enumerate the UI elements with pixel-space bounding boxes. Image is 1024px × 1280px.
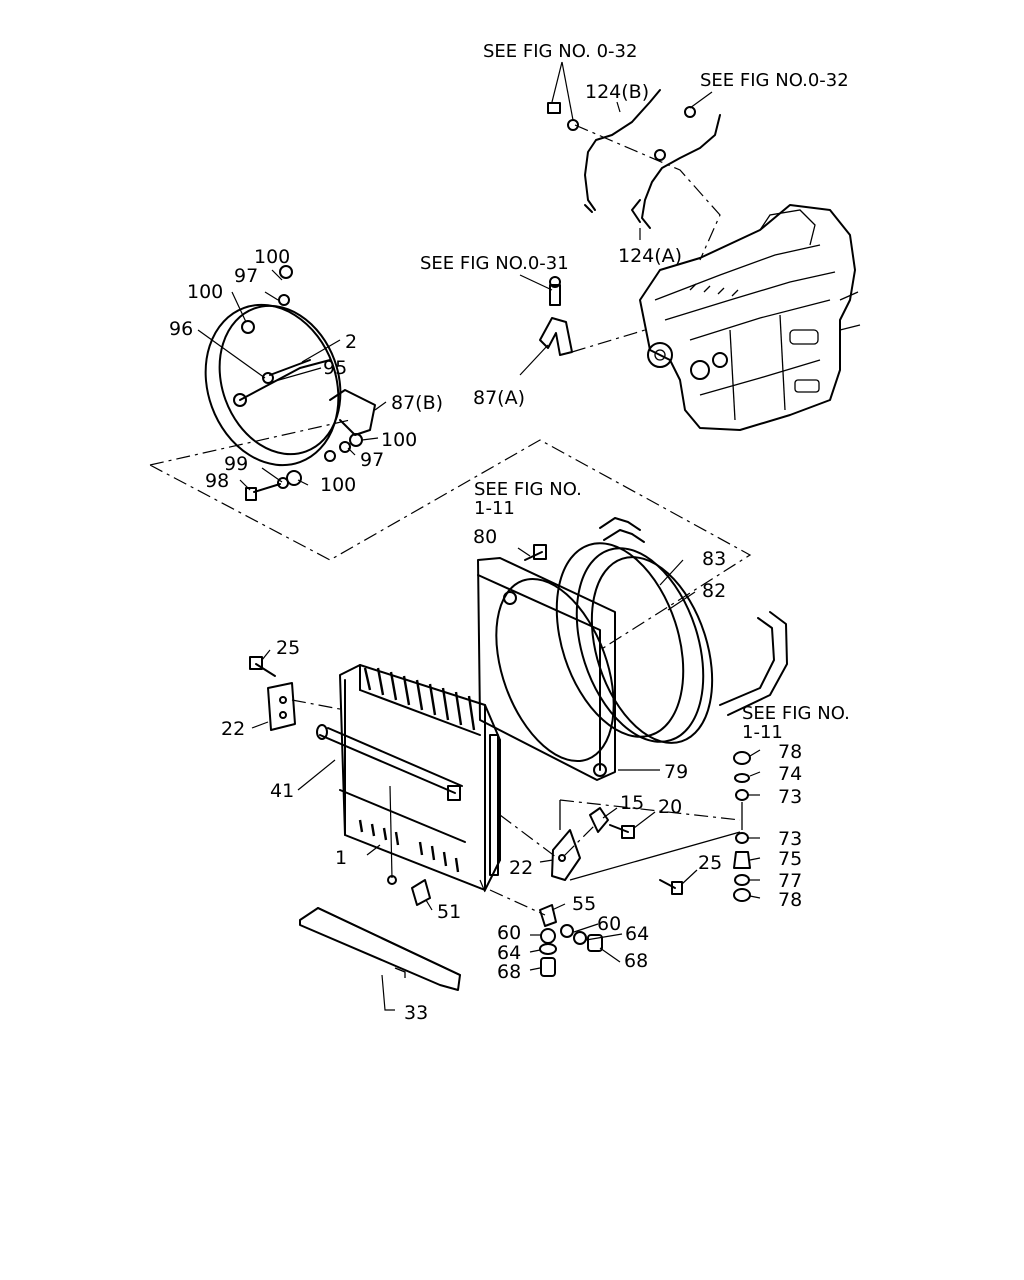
callout-68-right: 68 xyxy=(624,950,648,972)
callout-25-mid: 25 xyxy=(698,852,722,874)
bolt-20 xyxy=(609,824,635,839)
callout-25-top: 25 xyxy=(276,637,300,659)
callout-55: 55 xyxy=(572,893,596,915)
upper-hose xyxy=(599,517,645,543)
shroud-79 xyxy=(477,557,616,781)
ref-fig-1-11-right-line1: SEE FIG NO. xyxy=(742,703,850,724)
callout-74: 74 xyxy=(778,763,802,785)
ref-fig-1-11-top-line2: 1-11 xyxy=(474,498,515,519)
washer-64-right xyxy=(573,931,587,945)
callout-80: 80 xyxy=(473,526,497,548)
nut-100-mid xyxy=(349,433,363,447)
callout-97-top: 97 xyxy=(234,265,258,287)
callout-87b: 87(B) xyxy=(391,392,443,414)
callout-64-right: 64 xyxy=(625,923,649,945)
callout-51: 51 xyxy=(437,901,461,923)
washer-97-mid xyxy=(339,441,351,453)
callout-97-mid: 97 xyxy=(360,449,384,471)
bolt-25-mid xyxy=(659,879,683,895)
bolt-98 xyxy=(245,483,281,501)
callout-95: 95 xyxy=(323,357,347,379)
bracket-87a xyxy=(539,276,573,356)
radiator-fins xyxy=(358,667,476,873)
bolt-25-top xyxy=(249,656,276,677)
callout-68-left: 68 xyxy=(497,961,521,983)
plug-68-right xyxy=(587,934,603,952)
washer-60-right xyxy=(560,924,574,938)
washer-97-top xyxy=(278,294,290,306)
fan-assembly-outline xyxy=(149,419,752,651)
callout-78-top: 78 xyxy=(778,741,802,763)
clip-15 xyxy=(589,807,609,833)
callout-64-left: 64 xyxy=(497,942,521,964)
washer-64-left xyxy=(539,943,557,955)
ref-fig-0-32-right: SEE FIG NO.0-32 xyxy=(700,70,849,91)
callout-73-top: 73 xyxy=(778,786,802,808)
callout-96: 96 xyxy=(169,318,193,340)
callout-100-left: 100 xyxy=(187,281,223,303)
callout-100-top: 100 xyxy=(254,246,290,268)
callout-41: 41 xyxy=(270,780,294,802)
callout-1: 1 xyxy=(335,847,347,869)
bracket-22-left xyxy=(267,682,296,731)
callout-60-right: 60 xyxy=(597,913,621,935)
nut-100-top xyxy=(279,265,293,279)
callout-22-mid: 22 xyxy=(509,857,533,879)
fan-ring-82-83 xyxy=(555,542,714,744)
callout-60-left: 60 xyxy=(497,922,521,944)
callout-79: 79 xyxy=(664,761,688,783)
callout-100-bot: 100 xyxy=(320,474,356,496)
hose-clamps-top xyxy=(547,102,696,161)
callout-100-mid: 100 xyxy=(381,429,417,451)
callout-20: 20 xyxy=(658,796,682,818)
callout-82: 82 xyxy=(702,580,726,602)
bottom-bracket-33 xyxy=(299,907,461,991)
fan-shroud-ring xyxy=(204,303,376,467)
callout-2: 2 xyxy=(345,331,357,353)
drain-cock-51 xyxy=(411,879,431,906)
radiator-core xyxy=(339,664,501,891)
callout-98: 98 xyxy=(205,470,229,492)
callout-124a: 124(A) xyxy=(618,245,682,267)
callout-77: 77 xyxy=(778,870,802,892)
bracket-22-mid xyxy=(551,829,581,881)
callout-83: 83 xyxy=(702,548,726,570)
tube-41 xyxy=(316,724,463,801)
mount-stack xyxy=(733,751,751,902)
lower-hose xyxy=(719,611,788,716)
callout-75: 75 xyxy=(778,848,802,870)
callout-87a: 87(A) xyxy=(473,387,525,409)
callout-99: 99 xyxy=(224,453,248,475)
hose-124b xyxy=(584,89,661,213)
callout-33: 33 xyxy=(404,1002,428,1024)
callout-78-bot: 78 xyxy=(778,889,802,911)
washer-60-left xyxy=(540,928,556,944)
ref-fig-1-11-top-line1: SEE FIG NO. xyxy=(474,479,582,500)
nut-100-bottom xyxy=(286,470,302,486)
hose-alignment-line xyxy=(574,124,721,261)
hose-124a xyxy=(631,114,721,229)
callout-124b: 124(B) xyxy=(585,81,649,103)
ref-fig-0-32-left: SEE FIG NO. 0-32 xyxy=(483,41,637,62)
ref-fig-1-11-right-line2: 1-11 xyxy=(742,722,783,743)
callout-73-bot: 73 xyxy=(778,828,802,850)
bracket-55 xyxy=(539,904,557,927)
engine-block xyxy=(639,204,861,431)
ref-fig-0-31: SEE FIG NO.0-31 xyxy=(420,253,569,274)
plug-68-left xyxy=(540,957,556,977)
grommet-80 xyxy=(524,544,547,561)
callout-15: 15 xyxy=(620,792,644,814)
callout-22-left: 22 xyxy=(221,718,245,740)
